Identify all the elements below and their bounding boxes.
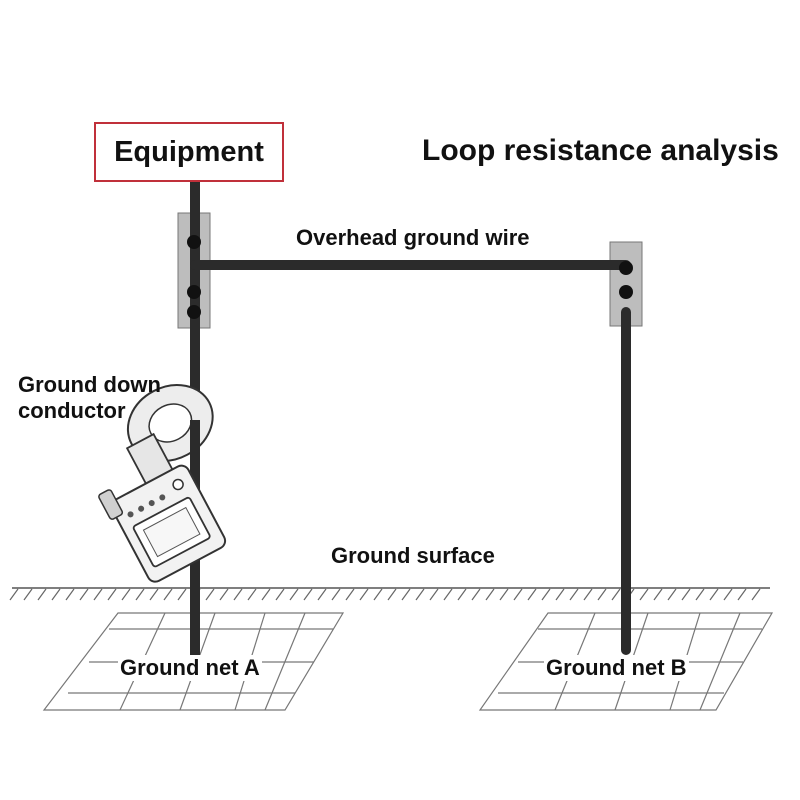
ground-hatch [485,588,495,601]
ground-hatch [471,588,481,601]
ground-down-conductor-label: Ground down conductor [18,372,161,423]
ground-hatch [723,588,733,601]
ground-hatch [653,588,663,601]
ground-hatch [205,588,215,601]
ground-hatch [751,588,761,601]
ground-hatch [709,588,719,601]
ground-hatch [317,588,327,601]
ground-hatch [499,588,509,601]
ground-hatch [289,588,299,601]
ground-hatch [583,588,593,601]
ground-hatch [415,588,425,601]
ground-hatch [275,588,285,601]
ground-hatch [387,588,397,601]
ground-hatch [513,588,523,601]
ground-hatch [247,588,257,601]
bracket-bolts [187,235,633,319]
ground-hatch [345,588,355,601]
ground-hatch [611,588,621,601]
ground-hatch [597,588,607,601]
ground-hatch [177,588,187,601]
ground-hatch [527,588,537,601]
ground-hatch [219,588,229,601]
equipment-box [94,122,284,182]
ground-hatch [107,588,117,601]
ground-hatch [261,588,271,601]
ground-hatch [79,588,89,601]
ground-hatch [233,588,243,601]
ground-hatch [303,588,313,601]
ground-net-b-label: Ground net B [544,655,689,681]
ground-hatch [51,588,61,601]
ground-hatch [121,588,131,601]
ground-surface [9,587,770,601]
ground-hatch [37,588,47,601]
ground-hatch [681,588,691,601]
overhead-ground-wire-label: Overhead ground wire [296,225,530,250]
ground-hatch [331,588,341,601]
equipment-label: Equipment [114,136,264,168]
diagram-title: Loop resistance analysis [422,134,779,167]
ground-hatch [737,588,747,601]
ground-hatch [135,588,145,601]
ground-hatch [93,588,103,601]
ground-hatch [401,588,411,601]
ground-hatch [541,588,551,601]
ground-hatch [149,588,159,601]
ground-net-a-label: Ground net A [118,655,262,681]
ground-hatch [443,588,453,601]
ground-hatch [23,588,33,601]
ground-surface-label: Ground surface [331,543,495,568]
ground-hatch [359,588,369,601]
ground-hatch [163,588,173,601]
ground-hatch [667,588,677,601]
ground-hatch [569,588,579,601]
ground-hatch [65,588,75,601]
ground-hatch [639,588,649,601]
ground-hatch [9,588,19,601]
ground-hatch [373,588,383,601]
ground-hatch [457,588,467,601]
ground-hatch [695,588,705,601]
clamp-earth-resistance-tester-icon [98,384,227,583]
ground-hatch [555,588,565,601]
ground-hatch [429,588,439,601]
